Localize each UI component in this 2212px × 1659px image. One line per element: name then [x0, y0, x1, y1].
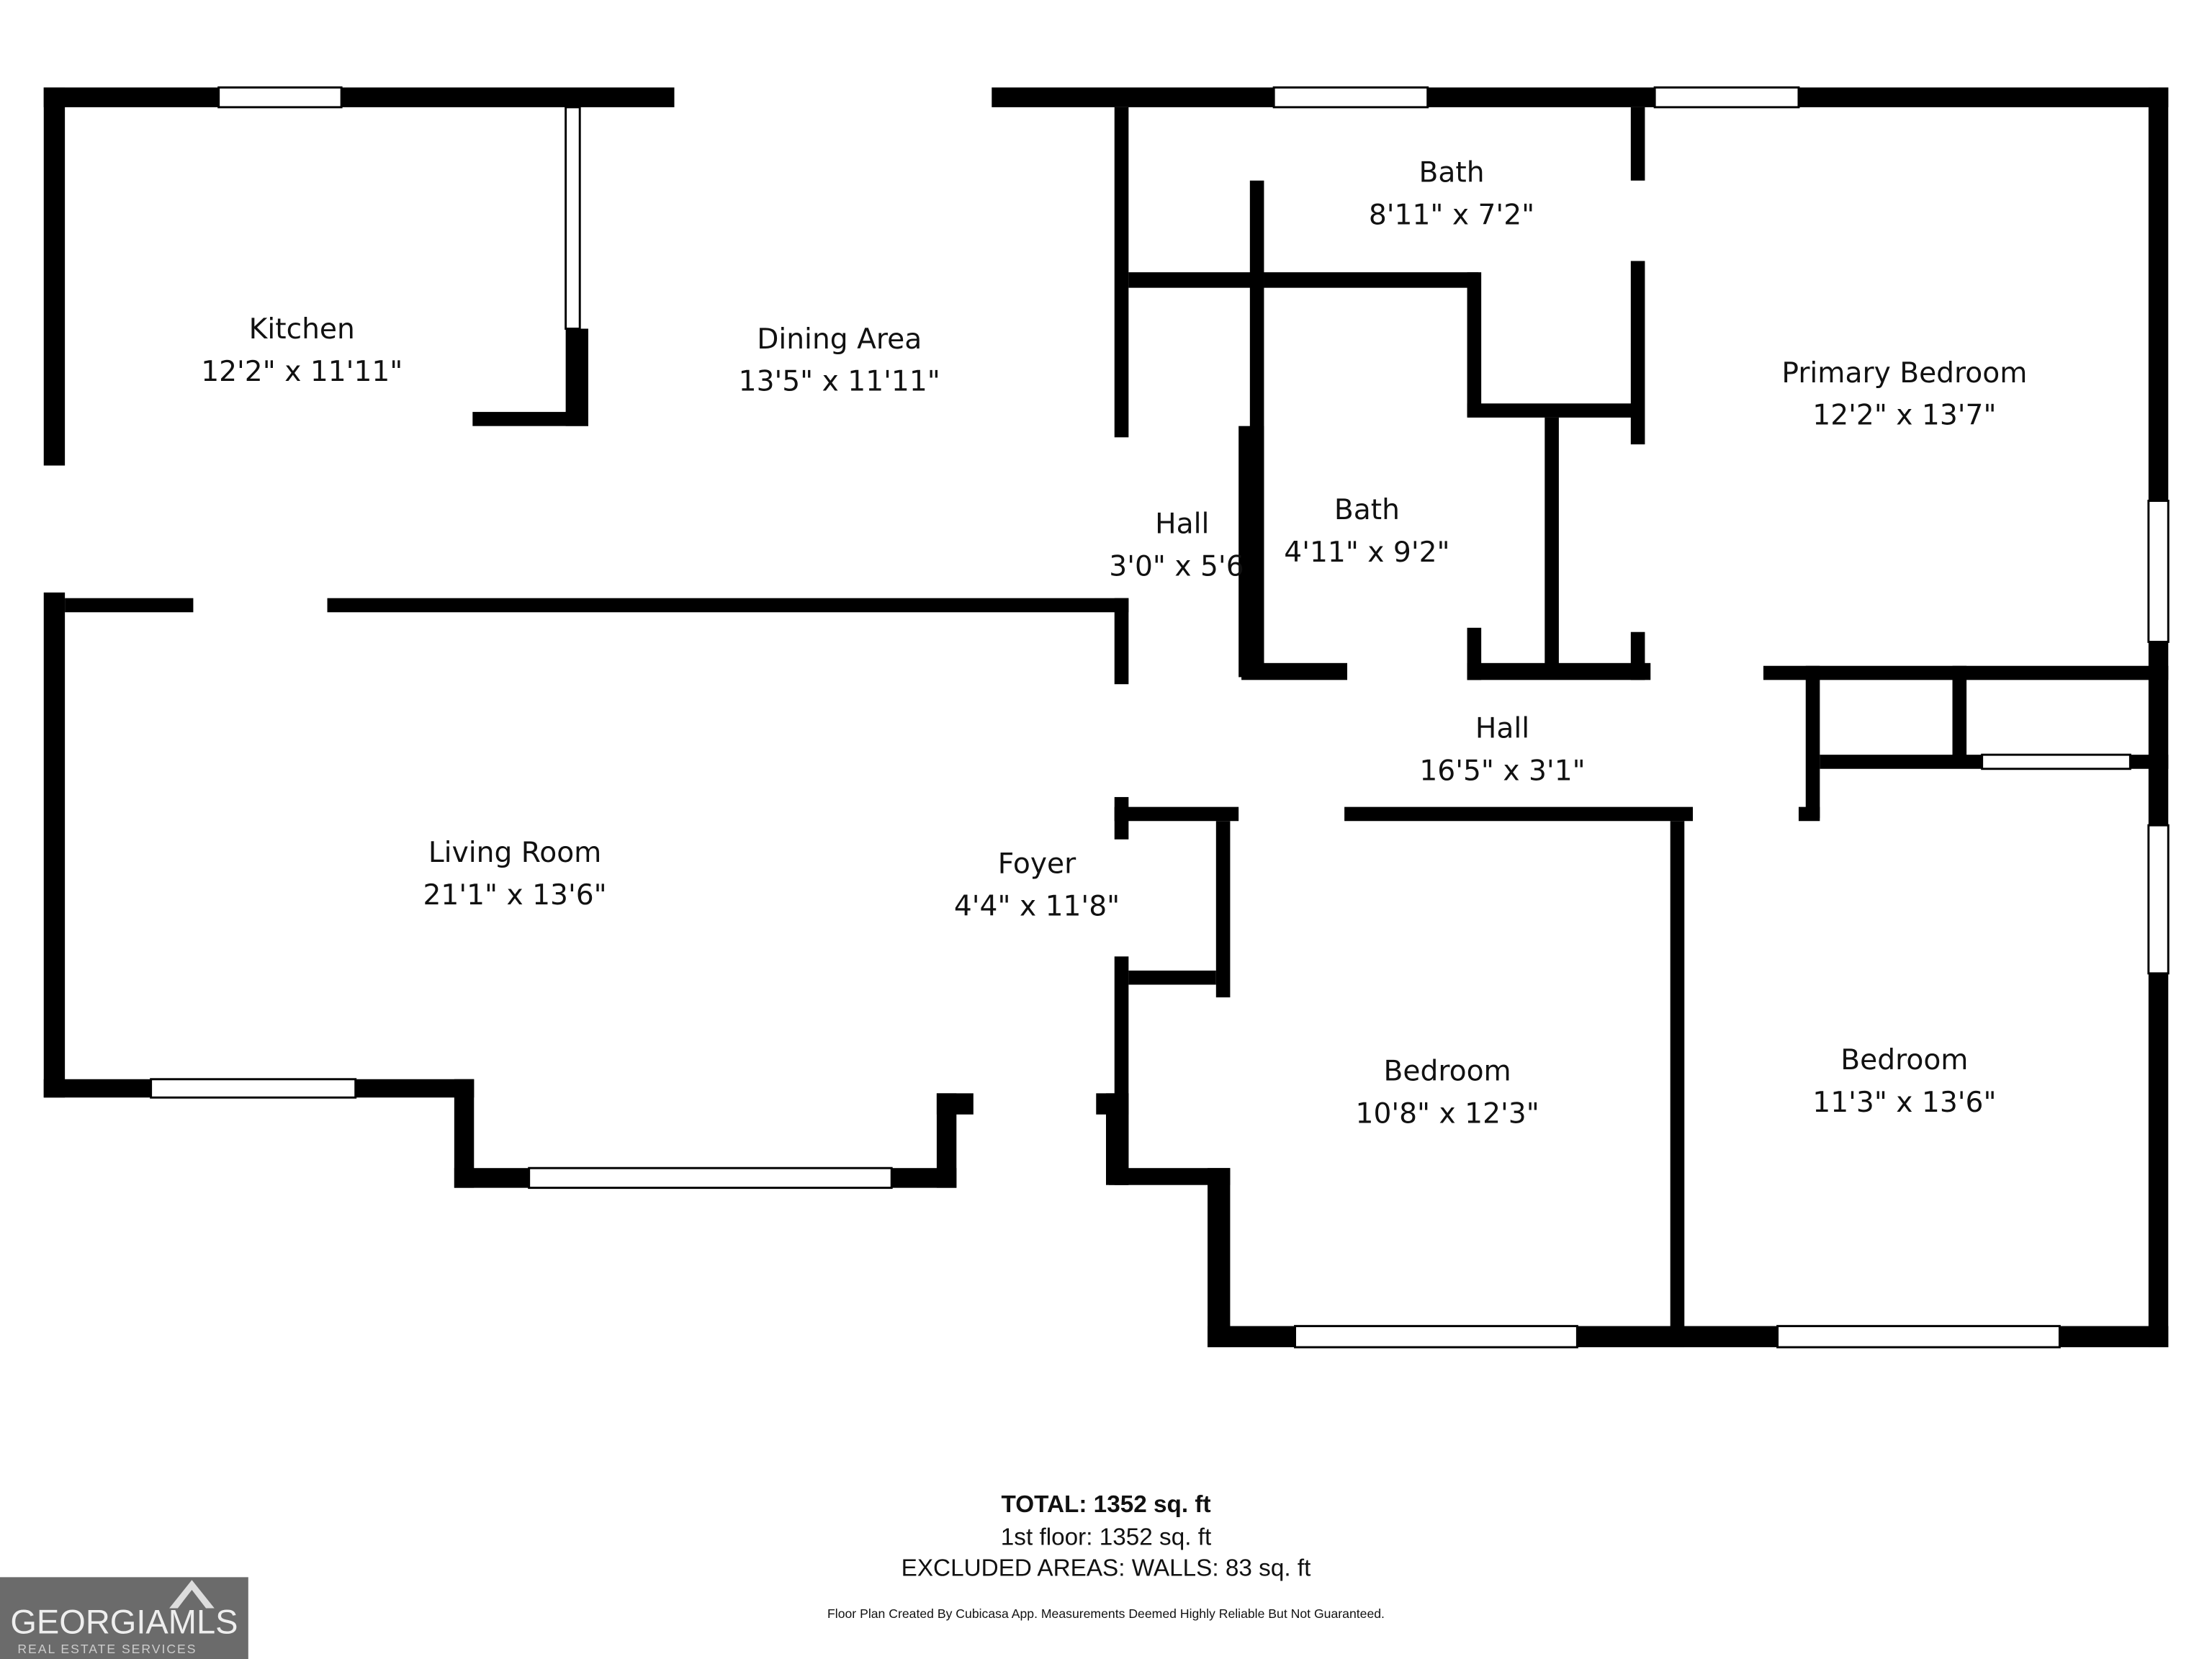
walls — [43, 87, 2169, 1348]
room-size-bedroom-1: 10'8" x 12'3" — [1356, 1098, 1539, 1130]
room-size-living: 21'1" x 13'6" — [423, 879, 607, 912]
room-size-bedroom-2: 11'3" x 13'6" — [1812, 1087, 1996, 1119]
room-labels: Kitchen 12'2" x 11'11" Dining Area 13'5"… — [201, 157, 2027, 1130]
room-name-bath-1: Bath — [1419, 157, 1484, 189]
disclaimer: Floor Plan Created By Cubicasa App. Meas… — [827, 1606, 1385, 1621]
room-name-living: Living Room — [428, 837, 601, 869]
room-size-primary-bedroom: 12'2" x 13'7" — [1812, 400, 1996, 432]
room-size-bath-1: 8'11" x 7'2" — [1369, 199, 1534, 232]
room-name-bath-2: Bath — [1334, 494, 1400, 526]
room-size-bath-2: 4'11" x 9'2" — [1284, 536, 1449, 569]
room-name-dining: Dining Area — [757, 323, 922, 356]
room-size-hall-1: 3'0" x 5'6 — [1109, 550, 1244, 583]
logo-tagline: REAL ESTATE SERVICES — [17, 1642, 197, 1656]
total-area: TOTAL: 1352 sq. ft — [1001, 1491, 1210, 1518]
windows — [150, 86, 2170, 1349]
room-name-bedroom-1: Bedroom — [1384, 1056, 1511, 1088]
room-name-hall-1: Hall — [1155, 508, 1209, 541]
room-name-bedroom-2: Bedroom — [1840, 1044, 1968, 1076]
room-size-kitchen: 12'2" x 11'11" — [201, 356, 403, 388]
room-name-kitchen: Kitchen — [249, 313, 355, 346]
excluded-area: EXCLUDED AREAS: WALLS: 83 sq. ft — [902, 1555, 1311, 1581]
logo-brand: GEORGIAMLS — [10, 1603, 238, 1641]
room-size-foyer: 4'4" x 11'8" — [954, 891, 1120, 923]
area-summary: TOTAL: 1352 sq. ft 1st floor: 1352 sq. f… — [827, 1491, 1385, 1621]
room-name-primary-bedroom: Primary Bedroom — [1781, 357, 2027, 390]
room-name-foyer: Foyer — [998, 848, 1076, 881]
floor-area: 1st floor: 1352 sq. ft — [1001, 1524, 1211, 1550]
room-size-hall-2: 16'5" x 3'1" — [1419, 755, 1585, 787]
georgia-mls-logo: GEORGIAMLS REAL ESTATE SERVICES — [0, 1577, 248, 1659]
room-name-hall-2: Hall — [1475, 713, 1529, 745]
room-size-dining: 13'5" x 11'11" — [739, 366, 940, 398]
